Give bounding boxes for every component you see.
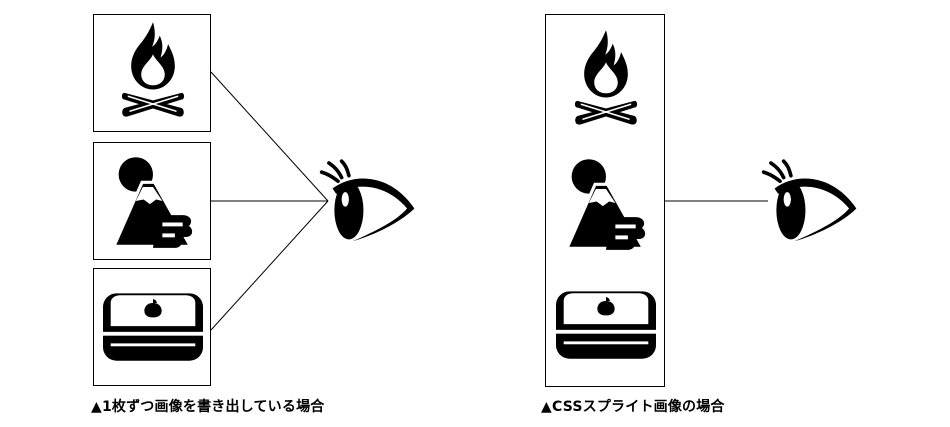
line-campfire-to-eye-left [210,71,329,202]
left-caption: ▲1枚ずつ画像を書き出している場合 [91,399,325,415]
eye-icon [761,159,859,244]
campfire-icon [574,30,638,125]
sprite-image-box [545,14,665,387]
image-box-campfire [93,14,211,132]
mountain-sun-icon [564,157,648,252]
mac-mini-icon [103,293,203,361]
image-box-macmini [93,268,211,386]
mountain-sun-icon [111,155,195,250]
right-caption: ▲CSSスプライト画像の場合 [541,399,725,415]
eye-icon [319,159,417,244]
mac-mini-icon [556,291,656,359]
image-box-mountain [93,142,211,260]
campfire-icon [121,22,185,117]
line-macmini-to-eye-left [210,200,329,331]
